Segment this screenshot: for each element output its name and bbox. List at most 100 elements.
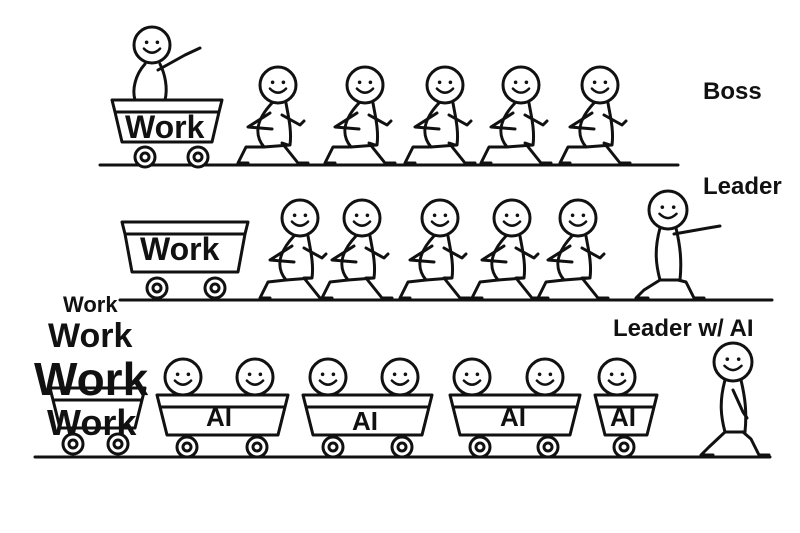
pushing-person (258, 198, 332, 300)
leg (536, 278, 566, 300)
wheel (175, 435, 199, 459)
arm (602, 113, 628, 127)
leg (602, 141, 632, 165)
eye (331, 372, 336, 377)
leg (447, 141, 477, 165)
eye (443, 213, 448, 218)
eye (448, 80, 453, 85)
wheel (245, 435, 269, 459)
head (132, 25, 172, 65)
wheel (390, 435, 414, 459)
head (558, 198, 598, 238)
ai-cart-2 (301, 393, 434, 459)
leader-cart-text: Work (140, 231, 220, 267)
wheel-hub (327, 441, 339, 453)
body (499, 101, 535, 149)
leg (236, 145, 266, 165)
leg (442, 276, 472, 300)
eye (368, 80, 373, 85)
ai-rider (235, 357, 275, 397)
head (425, 65, 465, 105)
ai-rider (452, 357, 492, 397)
head (235, 357, 275, 397)
ai-rider (163, 357, 203, 397)
head (597, 357, 637, 397)
smile (590, 87, 610, 94)
arm (333, 111, 361, 131)
eye (432, 213, 437, 218)
body (719, 378, 748, 434)
ai-cart-1-text: AI (206, 402, 232, 432)
wheel-hub (618, 441, 630, 453)
arm (447, 113, 473, 127)
eye (475, 372, 480, 377)
leader-person (634, 189, 722, 300)
eye (548, 372, 553, 377)
wheel (106, 432, 130, 456)
eye (175, 372, 180, 377)
head (501, 65, 541, 105)
head (420, 198, 460, 238)
wheel-hub (209, 282, 221, 294)
work-stack-2: Work (48, 317, 133, 355)
leg (741, 430, 771, 457)
arm (413, 111, 441, 131)
eye (354, 213, 359, 218)
pointing-arm (156, 46, 202, 72)
wheel (468, 435, 492, 459)
pushing-person (536, 198, 610, 300)
eye (403, 372, 408, 377)
arm (280, 113, 306, 127)
smile (435, 87, 455, 94)
wheel-hub (396, 441, 408, 453)
arm (442, 246, 468, 260)
wheel-hub (251, 441, 263, 453)
smile (462, 379, 482, 386)
arm (246, 111, 274, 131)
boss-cart-text: Work (125, 109, 205, 145)
eye (270, 80, 275, 85)
wheel (321, 435, 345, 459)
boss-person (132, 25, 202, 102)
eye (736, 357, 741, 361)
leg (676, 278, 706, 300)
body (418, 234, 454, 282)
head (280, 198, 320, 238)
eye (592, 80, 597, 85)
leg (479, 145, 509, 165)
body (654, 226, 683, 282)
eye (570, 213, 575, 218)
arm (489, 111, 517, 131)
arm (268, 244, 296, 264)
head (452, 357, 492, 397)
arm (546, 244, 574, 264)
head (258, 65, 298, 105)
wheel-hub (67, 438, 79, 450)
smile (142, 47, 162, 54)
leg (258, 278, 288, 300)
eye (464, 372, 469, 377)
wheel-hub (542, 441, 554, 453)
eye (725, 357, 730, 361)
wheel-hub (151, 282, 163, 294)
arm (408, 244, 436, 264)
wheel (186, 145, 210, 169)
pushing-person (323, 65, 397, 165)
ai-rider (380, 357, 420, 397)
leg (523, 141, 553, 165)
eye (357, 80, 362, 85)
eye (671, 205, 676, 209)
leg (280, 141, 310, 165)
eye (620, 372, 625, 377)
eye (609, 372, 614, 377)
arm (330, 244, 358, 264)
smile (390, 379, 410, 386)
eye (320, 372, 325, 377)
pushing-person (479, 65, 553, 165)
leg (699, 430, 727, 457)
head (163, 357, 203, 397)
arm (367, 113, 393, 127)
leader-person (699, 341, 771, 457)
leader-label: Leader (703, 173, 782, 200)
smile (355, 87, 375, 94)
